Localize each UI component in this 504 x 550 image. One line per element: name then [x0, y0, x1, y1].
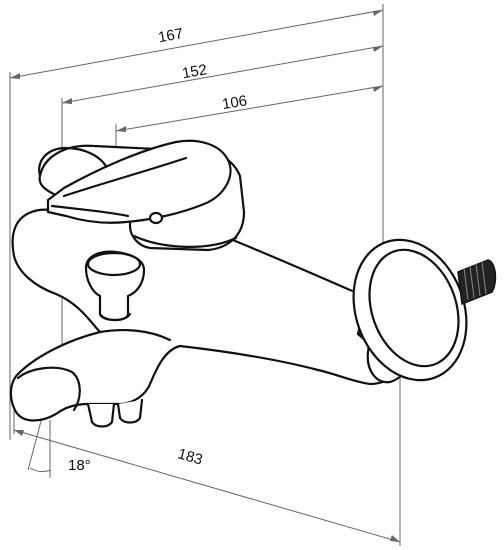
dim-106-label: 106	[221, 92, 248, 113]
dim-183-arrow-right	[390, 535, 400, 542]
dim-angle-label: 18°	[68, 457, 91, 474]
dim-152-arrow-left	[62, 98, 72, 104]
dim-152-label: 152	[181, 61, 209, 82]
cartridge-lower-band	[132, 234, 238, 248]
dim-106-arrow-left	[116, 126, 126, 132]
threaded-connector	[457, 259, 497, 306]
lever-handle	[46, 139, 232, 224]
dim-167-arrow-left	[10, 73, 20, 79]
spout-upper-line	[98, 328, 172, 342]
dim-106-arrow-right	[373, 86, 383, 92]
spout-inner-contour	[16, 366, 81, 412]
dim-183-arrow-left	[14, 430, 24, 436]
cartridge-hole	[148, 211, 164, 225]
thread-ridges	[463, 261, 487, 301]
dim-152-arrow-right	[373, 46, 383, 52]
angle-arc	[29, 467, 52, 473]
dim-183-label: 183	[176, 445, 205, 468]
dim-183-line	[13, 429, 401, 543]
diverter-stem-ring	[98, 312, 132, 322]
dim-106-line	[115, 85, 384, 132]
dim-167-arrow-right	[373, 10, 383, 16]
outlet-left	[86, 402, 116, 428]
lever-top-edge	[50, 204, 130, 218]
wall-flange-inner	[368, 248, 460, 368]
dim-167-label: 167	[157, 25, 185, 46]
lever-ridge	[62, 156, 188, 198]
diverter-knob-top	[86, 251, 142, 277]
dim-152-line	[61, 45, 384, 104]
dim-167-line	[9, 9, 384, 79]
outlet-right	[116, 398, 144, 424]
faucet	[9, 139, 468, 428]
body-back-cover	[38, 146, 110, 178]
